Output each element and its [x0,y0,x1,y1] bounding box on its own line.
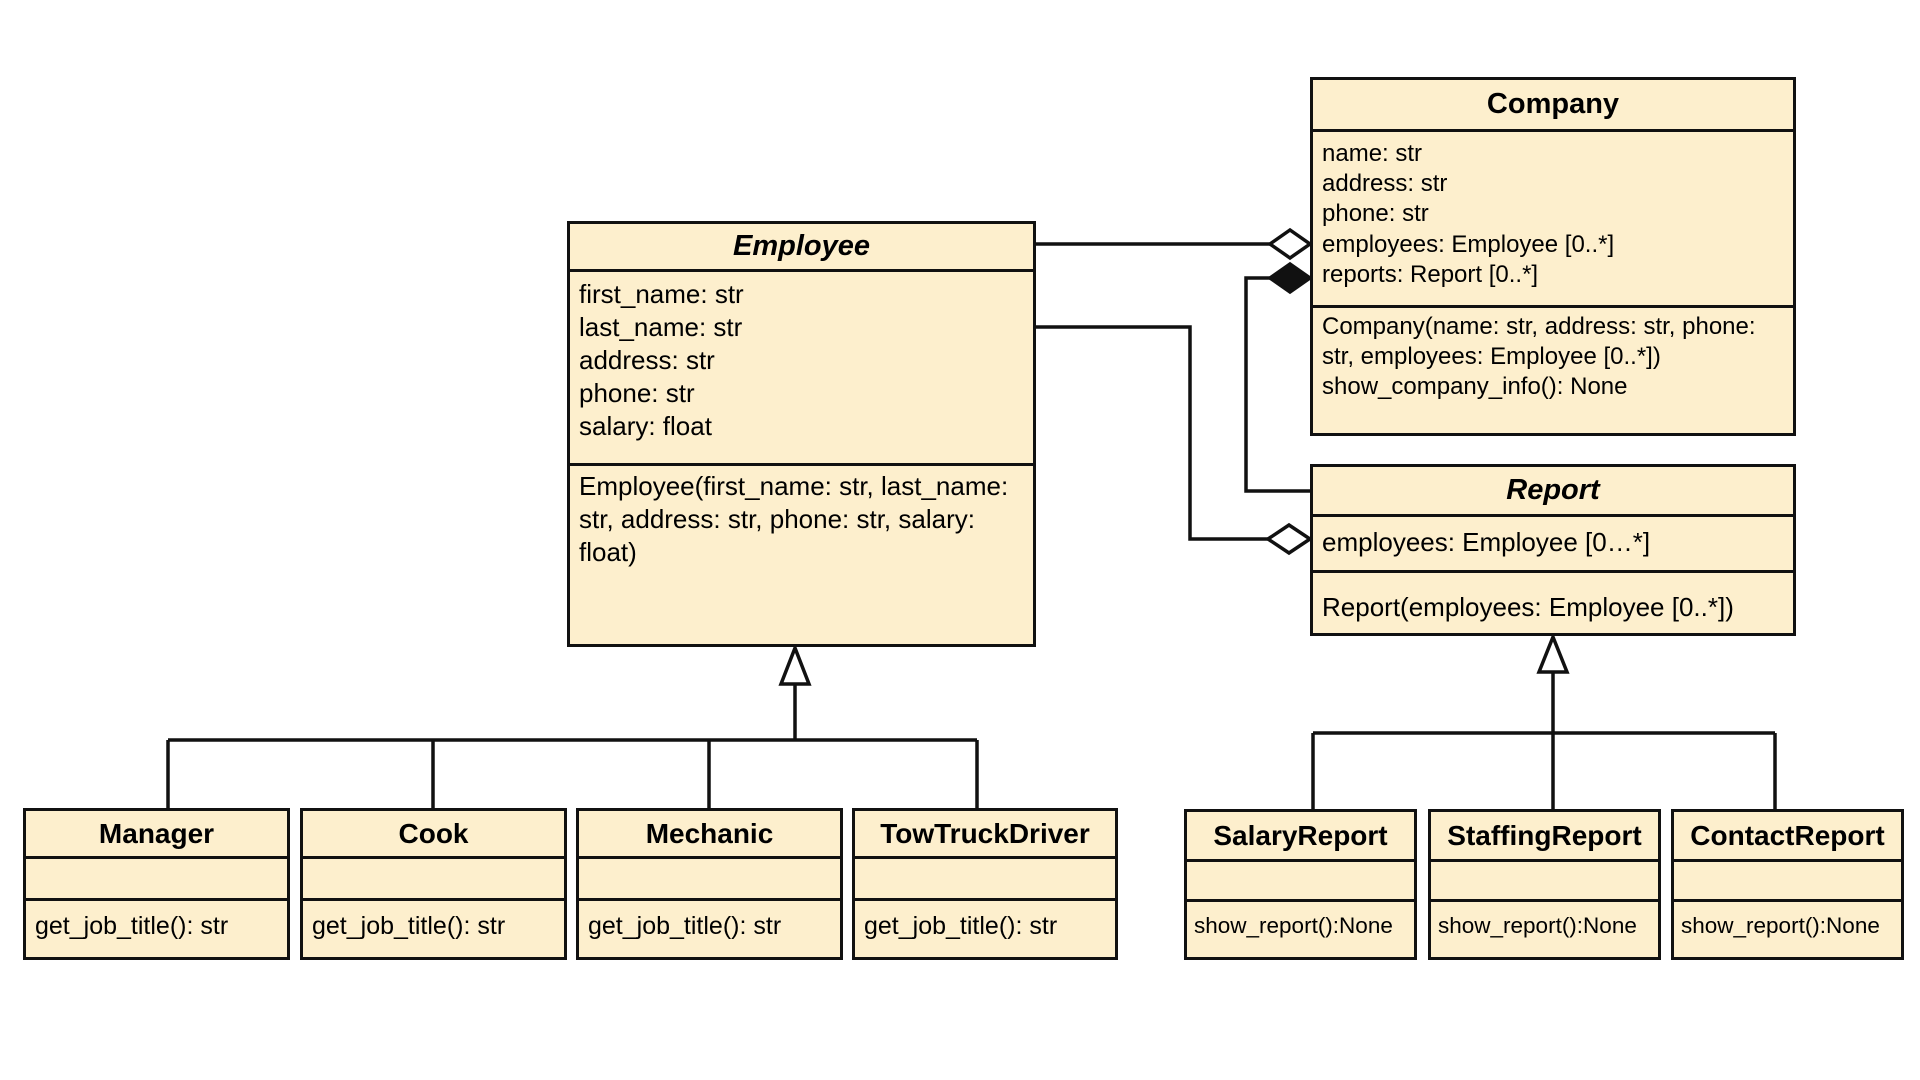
operation: Report(employees: Employee [0..*]) [1322,592,1734,622]
attribute: salary: float [579,411,712,442]
class-mechanic: Mechanic get_job_title(): str [576,808,843,960]
attribute: address: str [1322,170,1448,198]
operations-section: Employee(first_name: str, last_name: str… [570,466,1033,573]
operation: show_report():None [1681,913,1880,938]
generalization-arrow-report [1536,632,1570,674]
composition-diamond-company [1266,261,1314,295]
attribute: last_name: str [579,312,743,343]
class-title: SalaryReport [1187,812,1414,862]
attributes-section [303,859,564,901]
attributes-section [1187,862,1414,902]
operations-section: get_job_title(): str [26,901,287,947]
generalization-arrow-employee [778,643,812,686]
operations-section: show_report():None [1187,902,1414,945]
class-title: TowTruckDriver [855,811,1115,859]
operations-section: show_report():None [1431,902,1658,945]
attribute: address: str [579,345,715,376]
attribute: name: str [1322,140,1423,167]
class-cook: Cook get_job_title(): str [300,808,567,960]
operation: get_job_title(): str [312,912,506,940]
class-title: Report [1313,467,1793,517]
operations-section: Company(name: str, address: str, phone: … [1313,308,1793,407]
employee-report-aggregation-line [1036,325,1268,541]
class-title: Cook [303,811,564,859]
attribute: phone: str [1322,200,1429,228]
aggregation-diamond-company [1266,227,1314,261]
operations-section: Report(employees: Employee [0..*]) [1313,573,1793,628]
operation: show_report():None [1438,913,1637,938]
operations-section: get_job_title(): str [303,901,564,947]
class-title: Manager [26,811,287,859]
operation: get_job_title(): str [588,912,782,940]
class-title: StaffingReport [1431,812,1658,862]
attribute: employees: Employee [0..*] [1322,230,1615,258]
report-company-composition-line [1244,276,1310,493]
operations-section: show_report():None [1674,902,1901,945]
attribute: phone: str [579,378,695,409]
operation: show_company_info(): None [1322,373,1628,401]
class-contactreport: ContactReport show_report():None [1671,809,1904,960]
attribute: first_name: str [579,279,744,309]
operation: get_job_title(): str [864,912,1058,940]
operations-section: get_job_title(): str [855,901,1115,947]
attributes-section: first_name: str last_name: str address: … [570,272,1033,466]
class-staffingreport: StaffingReport show_report():None [1428,809,1661,960]
operation: Company(name: str, address: str, phone: … [1322,313,1756,371]
class-title: Employee [570,224,1033,272]
attributes-section [1674,862,1901,902]
operation: Employee(first_name: str, last_name: str… [579,471,1009,568]
class-title: Mechanic [579,811,840,859]
class-manager: Manager get_job_title(): str [23,808,290,960]
class-employee: Employee first_name: str last_name: str … [567,221,1036,647]
class-title: Company [1313,80,1793,132]
operation: get_job_title(): str [35,912,229,940]
attribute: reports: Report [0..*] [1322,260,1539,288]
class-salaryreport: SalaryReport show_report():None [1184,809,1417,960]
class-report: Report employees: Employee [0…*] Report(… [1310,464,1796,636]
class-company: Company name: str address: str phone: st… [1310,77,1796,436]
attributes-section [1431,862,1658,902]
attribute: employees: Employee [0…*] [1322,527,1651,557]
operation: show_report():None [1194,913,1393,938]
attributes-section [579,859,840,901]
attributes-section: name: str address: str phone: str employ… [1313,132,1793,308]
attributes-section [26,859,287,901]
aggregation-diamond-report [1264,522,1314,556]
class-title: ContactReport [1674,812,1901,862]
operations-section: get_job_title(): str [579,901,840,947]
class-towtruckdriver: TowTruckDriver get_job_title(): str [852,808,1118,960]
attributes-section [855,859,1115,901]
attributes-section: employees: Employee [0…*] [1313,517,1793,573]
